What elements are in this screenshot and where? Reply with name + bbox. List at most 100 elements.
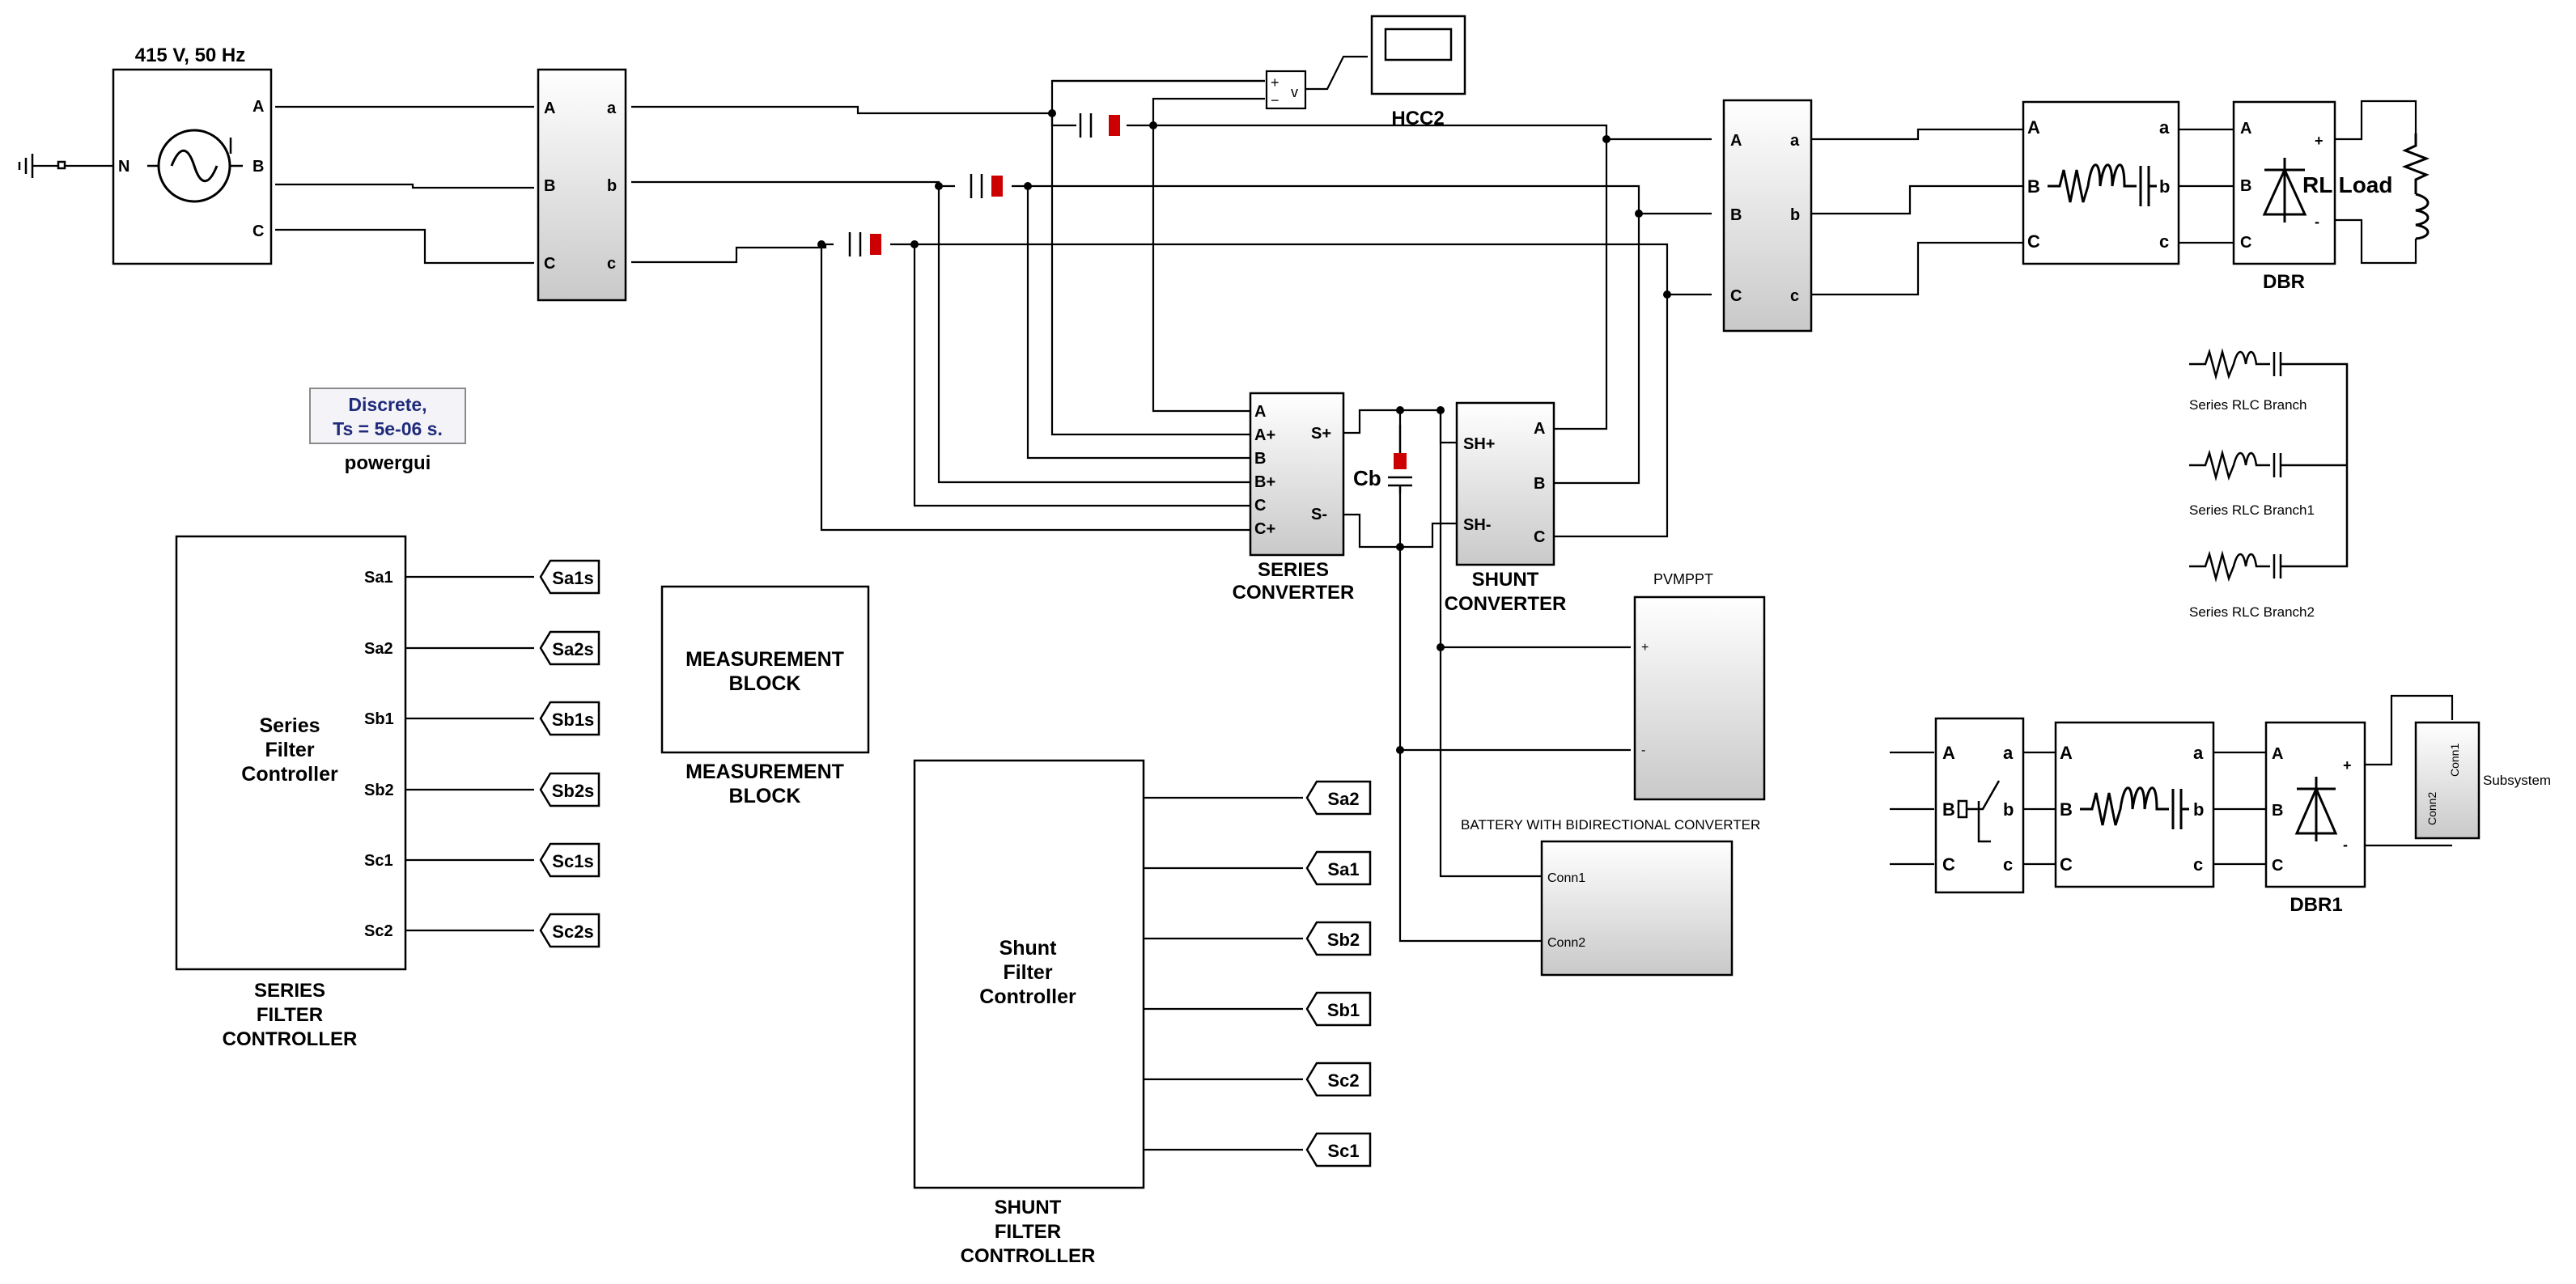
breaker1-out-a: a: [607, 100, 617, 117]
goto-tag[interactable]: Sb1s: [539, 701, 601, 736]
series-converter[interactable]: A A+ B B+ C C+ S+ S- SERIES CONVERTER: [1233, 392, 1355, 604]
series-ctrl-title1: Series: [259, 714, 320, 737]
load-label: RL Load: [2302, 172, 2392, 197]
breaker3-port-c: C: [1942, 854, 1955, 875]
series-ctrl-title3: Controller: [241, 763, 338, 786]
series-conv-port-b: B: [1254, 450, 1266, 468]
rlc-branch2-icon: [2189, 550, 2343, 583]
series-ctrl-label1: SERIES: [254, 980, 325, 1002]
goto-tag[interactable]: Sc1: [1305, 1132, 1372, 1167]
goto-tag[interactable]: Sa1s: [539, 559, 601, 595]
rlc-branch-label: Series RLC Branch: [2189, 397, 2307, 413]
series-capacitor-icons: [848, 113, 1120, 256]
goto-tag[interactable]: Sa2: [1305, 780, 1372, 816]
goto-tag[interactable]: Sa1: [1305, 850, 1372, 886]
powergui-label: powergui: [345, 452, 431, 474]
resistor-icon: [2401, 133, 2430, 194]
pvmppt-block[interactable]: PVMPPT + -: [1633, 571, 1766, 801]
voltmeter-minus: −: [1271, 92, 1280, 108]
dc-link-capacitor[interactable]: Cb: [1353, 425, 1412, 494]
goto-tag[interactable]: Sc2s: [539, 913, 601, 948]
voltmeter-label: v: [1291, 84, 1298, 100]
scope-hcc2[interactable]: HCC2: [1370, 15, 1466, 129]
shunt-ctrl-label1: SHUNT: [995, 1197, 1062, 1218]
three-phase-breaker-3[interactable]: A B C a b c: [1934, 717, 2025, 894]
filter-out-a: a: [2159, 117, 2170, 138]
filter2-out-c: c: [2193, 854, 2203, 875]
diode-icon: [2294, 777, 2338, 841]
filter2-out-b: b: [2193, 799, 2204, 820]
rl-load[interactable]: RL Load: [2302, 133, 2430, 240]
svg-text:Sb1: Sb1: [1327, 1000, 1360, 1020]
dbr1-label: DBR1: [2290, 894, 2342, 916]
dbr-minus: -: [2315, 214, 2319, 230]
battery-bidirectional-converter[interactable]: BATTERY WITH BIDIRECTIONAL CONVERTER Con…: [1461, 817, 1760, 977]
breaker2-out-b: b: [1790, 206, 1800, 224]
goto-tag[interactable]: Sc1s: [539, 842, 601, 878]
capacitor-label: Cb: [1353, 466, 1381, 490]
goto-tag[interactable]: Sc2: [1305, 1062, 1372, 1097]
three-phase-breaker-2[interactable]: A B C a b c: [1722, 99, 1813, 333]
series-conv-label1: SERIES: [1258, 559, 1329, 581]
svg-text:Sc2s: Sc2s: [552, 922, 593, 942]
goto-tag[interactable]: Sa2s: [539, 630, 601, 666]
three-phase-rlc-filter[interactable]: A B C a b c: [2022, 100, 2180, 265]
series-conv-port-a: A: [1254, 403, 1266, 421]
series-goto-tags[interactable]: Sa1s Sa2s Sb1s Sb2s Sc1s Sc2s: [539, 559, 601, 948]
breaker1-out-c: c: [607, 255, 616, 273]
series-conv-s-plus: S+: [1311, 425, 1331, 443]
breaker1-out-b: b: [607, 177, 617, 195]
breaker2-out-a: a: [1790, 132, 1800, 150]
rlc-branch1-label: Series RLC Branch1: [2189, 502, 2315, 518]
wires: [32, 55, 2417, 943]
powergui-line1: Discrete,: [348, 394, 427, 415]
filter-in-c: C: [2027, 231, 2040, 252]
shunt-filter-controller[interactable]: Shunt Filter Controller SHUNT FILTER CON…: [913, 759, 1145, 1267]
rlc-branch-icon: [2189, 348, 2343, 380]
breaker3-out-a: a: [2003, 743, 2014, 763]
battery-conn1: Conn1: [1547, 871, 1585, 885]
battery-conn2: Conn2: [1547, 936, 1585, 950]
shunt-goto-tags[interactable]: Sa2 Sa1 Sb2 Sb1 Sc2 Sc1: [1305, 780, 1372, 1167]
three-phase-breaker-1[interactable]: A B C a b c: [537, 68, 627, 302]
shunt-ctrl-title2: Filter: [1003, 961, 1052, 984]
series-filter-controller[interactable]: Series Filter Controller Sa1 Sa2 Sb1 Sb2…: [175, 535, 407, 1050]
measurement-title2: BLOCK: [729, 672, 801, 695]
filter2-out-a: a: [2193, 743, 2204, 763]
breaker1-in-b: B: [544, 177, 555, 195]
breaker3-out-c: c: [2003, 854, 2013, 875]
ground-icon: [18, 154, 66, 178]
dbr1-port-c: C: [2272, 857, 2283, 875]
voltage-measurement[interactable]: + − v: [1265, 70, 1307, 110]
dbr-label: DBR: [2263, 271, 2305, 293]
shunt-conv-sh-plus: SH+: [1463, 435, 1495, 453]
powergui-block[interactable]: Discrete, Ts = 5e-06 s. powergui: [309, 388, 466, 474]
measurement-label1: MEASUREMENT: [685, 761, 844, 783]
series-ctrl-title2: Filter: [265, 739, 314, 761]
three-phase-source[interactable]: 415 V, 50 Hz A B C N: [112, 44, 273, 265]
series-rlc-branches[interactable]: Series RLC Branch Series RLC Branch1 Ser…: [2189, 348, 2349, 620]
rlc-icon: [2080, 786, 2189, 829]
goto-tag[interactable]: Sb2: [1305, 921, 1372, 956]
subsystem-block[interactable]: Conn1 Conn2 Subsystem: [2414, 721, 2551, 840]
goto-tag[interactable]: Sb2s: [539, 772, 601, 807]
series-ctrl-out-5: Sc1: [364, 852, 393, 870]
breaker2-in-a: A: [1730, 132, 1742, 150]
filter2-in-c: C: [2060, 854, 2073, 875]
goto-tag[interactable]: Sb1: [1305, 991, 1372, 1027]
source-port-b: B: [253, 158, 264, 176]
three-phase-rlc-filter-2[interactable]: A B C a b c: [2054, 721, 2215, 888]
shunt-converter[interactable]: SH+ SH- A B C SHUNT CONVERTER: [1445, 401, 1567, 615]
pvmppt-plus: +: [1641, 641, 1649, 655]
battery-label: BATTERY WITH BIDIRECTIONAL CONVERTER: [1461, 817, 1760, 833]
series-ctrl-out-3: Sb1: [364, 710, 394, 728]
source-port-a: A: [253, 98, 264, 116]
svg-text:Sa1s: Sa1s: [552, 568, 593, 588]
series-conv-port-a-plus: A+: [1254, 426, 1275, 444]
dbr1-minus: -: [2343, 837, 2348, 853]
diode-bridge-rectifier[interactable]: A B C + - DBR: [2232, 100, 2336, 293]
diode-bridge-rectifier-1[interactable]: A B C + - DBR1: [2264, 721, 2366, 916]
breaker3-port-b: B: [1942, 799, 1955, 820]
filter2-in-a: A: [2060, 743, 2073, 763]
measurement-block[interactable]: MEASUREMENT BLOCK MEASUREMENT BLOCK: [660, 585, 870, 807]
